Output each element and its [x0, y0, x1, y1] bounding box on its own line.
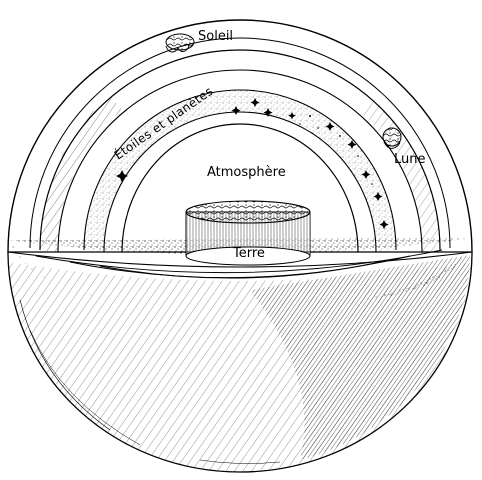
lower-hemisphere: [8, 252, 472, 472]
sun-icon: [166, 34, 194, 52]
earth-label: Terre: [232, 246, 265, 261]
sun-label: Soleil: [198, 29, 233, 44]
moon-label: Lune: [394, 152, 426, 167]
atmosphere-label: Atmosphère: [207, 165, 286, 180]
moon-icon: [383, 128, 401, 148]
stars-planets-label: Étoiles et planètes: [111, 83, 215, 162]
